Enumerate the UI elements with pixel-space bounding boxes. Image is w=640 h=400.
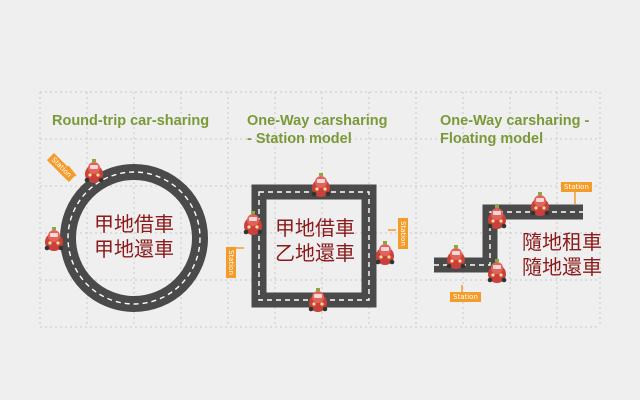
- car-icon: [84, 159, 104, 183]
- ring-road: [60, 164, 208, 312]
- panel-title-floating: One-Way carsharing - Floating model: [440, 112, 589, 148]
- rule-line: 隨地還車: [522, 255, 602, 279]
- car-icon: [308, 288, 328, 312]
- station-sign-icon: Station: [226, 247, 236, 278]
- station-sign-icon: Station: [450, 292, 481, 302]
- rule-line: 隨地租車: [522, 230, 602, 254]
- title-line: One-Way carsharing: [247, 113, 388, 129]
- rental-rule-station: 甲地借車 乙地還車: [270, 216, 360, 266]
- car-icon: [530, 192, 550, 216]
- rule-line: 甲地借車: [275, 216, 355, 240]
- station-sign-icon: Station: [398, 218, 408, 249]
- station-sign-icon: Station: [561, 182, 592, 192]
- car-icon: [446, 245, 466, 269]
- title-line: One-Way carsharing -: [440, 113, 590, 129]
- rental-rule-floating: 隨地租車 隨地還車: [516, 230, 608, 280]
- title-line: Floating model: [440, 131, 544, 147]
- title-line: - Station model: [247, 131, 352, 147]
- rule-line: 甲地借車: [94, 212, 174, 236]
- rule-line: 乙地還車: [275, 241, 355, 265]
- car-icon: [375, 241, 395, 265]
- title-line: Round-trip car-sharing: [52, 113, 210, 129]
- rule-line: 甲地還車: [94, 237, 174, 261]
- rental-rule-round-trip: 甲地借車 甲地還車: [88, 212, 180, 262]
- panel-title-station: One-Way carsharing - Station model: [247, 112, 387, 148]
- car-icon: [311, 173, 331, 197]
- panel-title-round-trip: Round-trip car-sharing: [52, 112, 209, 130]
